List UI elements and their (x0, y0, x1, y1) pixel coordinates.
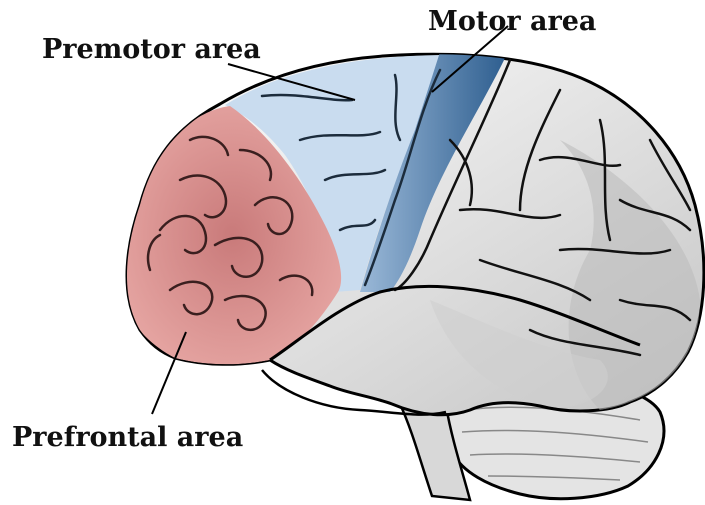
premotor-area-label: Premotor area (42, 36, 261, 63)
motor-area-label: Motor area (428, 8, 596, 35)
prefrontal-area-label: Prefrontal area (12, 424, 243, 451)
